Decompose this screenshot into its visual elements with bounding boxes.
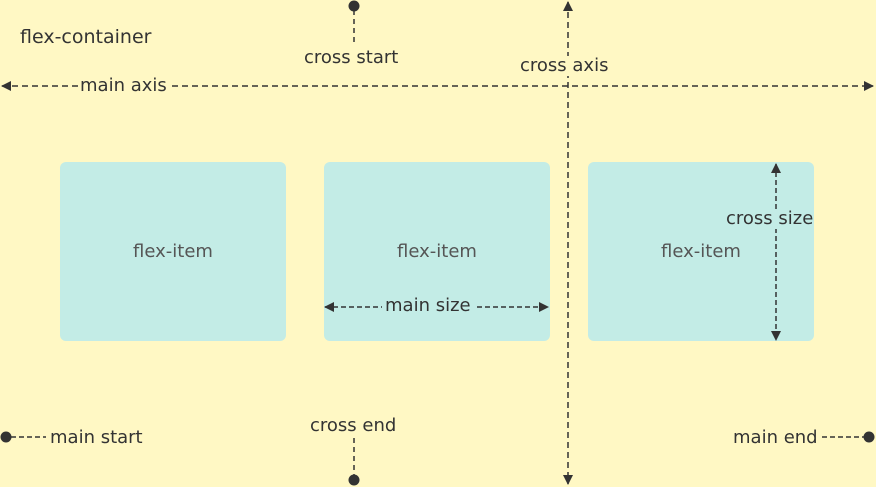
main-start-dot <box>0 431 12 443</box>
main-end-dot <box>863 431 875 443</box>
flex-container-label: flex-container <box>20 26 152 48</box>
cross-size-label: cross size <box>726 208 814 229</box>
flex-item-label: flex-item <box>397 241 477 262</box>
cross-start-dot <box>348 0 360 12</box>
cross-start-label: cross start <box>304 47 399 68</box>
flex-item-label: flex-item <box>133 241 213 262</box>
cross-end-dot <box>348 474 360 486</box>
cross-axis-label: cross axis <box>520 55 609 76</box>
cross-end-label: cross end <box>310 415 397 436</box>
main-start-label: main start <box>50 427 143 448</box>
main-size-label: main size <box>382 296 474 316</box>
main-end-label: main end <box>733 427 818 448</box>
main-axis-label: main axis <box>78 75 169 96</box>
flex-item-1: flex-item <box>60 162 286 341</box>
flex-item-label: flex-item <box>661 241 741 262</box>
